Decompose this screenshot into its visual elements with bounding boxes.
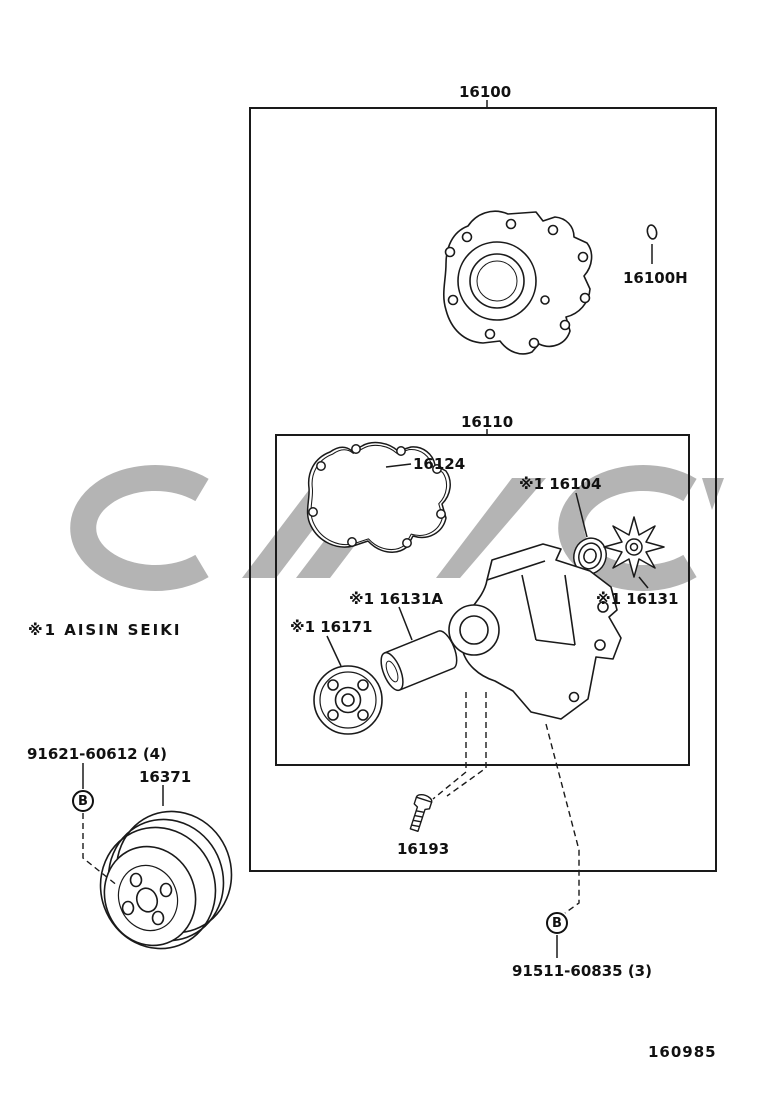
bearing-drawing [380,630,458,692]
label-bearing: ※1 16131A [349,590,444,608]
pulley-drawing [99,810,233,950]
label-rotor: ※1 16131 [596,590,679,608]
label-gasket: 16124 [413,455,466,473]
label-oring: 16100H [623,269,688,287]
page-code: 160985 [648,1043,717,1061]
impeller-drawing [603,516,665,578]
label-sub-assembly: 16110 [461,413,514,431]
bolt-drawing [409,793,433,833]
detail-marker-b-left: B [72,790,94,812]
label-hub: ※1 16171 [290,618,373,636]
label-assembly: 16100 [459,83,512,101]
assembly-box-16100 [249,107,717,872]
label-studs: 91511-60835 (3) [512,962,652,980]
hub-flange-drawing [313,665,383,735]
pump-body-drawing [448,543,622,720]
seal-drawing [573,537,607,575]
gasket-drawing [306,441,451,553]
oring-drawing [646,224,658,240]
detail-marker-b-right: B [546,912,568,934]
dashed-reference-lines [82,692,580,914]
label-supplier-note: ※1 AISIN SEIKI [28,621,182,639]
leader-lines [82,100,653,958]
label-pulley-bolts: 91621-60612 (4) [27,745,167,763]
sub-assembly-box-16110 [275,434,690,766]
label-bolt: 16193 [397,840,450,858]
label-seal: ※1 16104 [519,475,602,493]
label-pulley: 16371 [139,768,192,786]
pump-housing-plate-drawing [443,210,593,355]
